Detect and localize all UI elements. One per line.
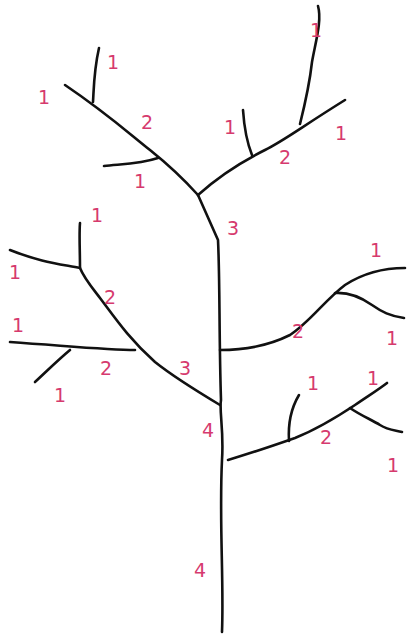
order-number: 1 [386,329,398,348]
branch [80,223,220,405]
order-number: 1 [134,172,146,191]
order-number: 2 [320,428,332,447]
branch [198,100,345,195]
branch [220,268,405,350]
order-number: 2 [292,322,304,341]
order-number: 1 [38,88,50,107]
branch [243,110,252,155]
order-number: 1 [107,53,119,72]
order-number: 2 [279,148,291,167]
branch [93,48,99,102]
order-number: 3 [227,219,239,238]
branch [65,85,198,195]
branch [335,293,404,318]
branch [10,342,135,350]
order-number: 4 [194,561,206,580]
branch [104,158,158,166]
order-number: 1 [370,241,382,260]
branch [228,383,387,460]
branch [289,395,299,441]
order-number: 1 [12,316,24,335]
order-number: 3 [179,359,191,378]
order-number: 1 [224,118,236,137]
order-number: 2 [104,288,116,307]
order-number: 1 [54,386,66,405]
order-number: 1 [387,456,399,475]
order-number: 2 [100,359,112,378]
order-number: 1 [335,124,347,143]
order-number: 1 [9,263,21,282]
order-number: 1 [310,21,322,40]
order-number: 1 [307,374,319,393]
order-number: 1 [367,369,379,388]
branch [35,350,70,382]
branch [350,408,402,432]
order-number: 2 [141,113,153,132]
order-number: 1 [91,206,103,225]
order-number: 4 [202,421,214,440]
